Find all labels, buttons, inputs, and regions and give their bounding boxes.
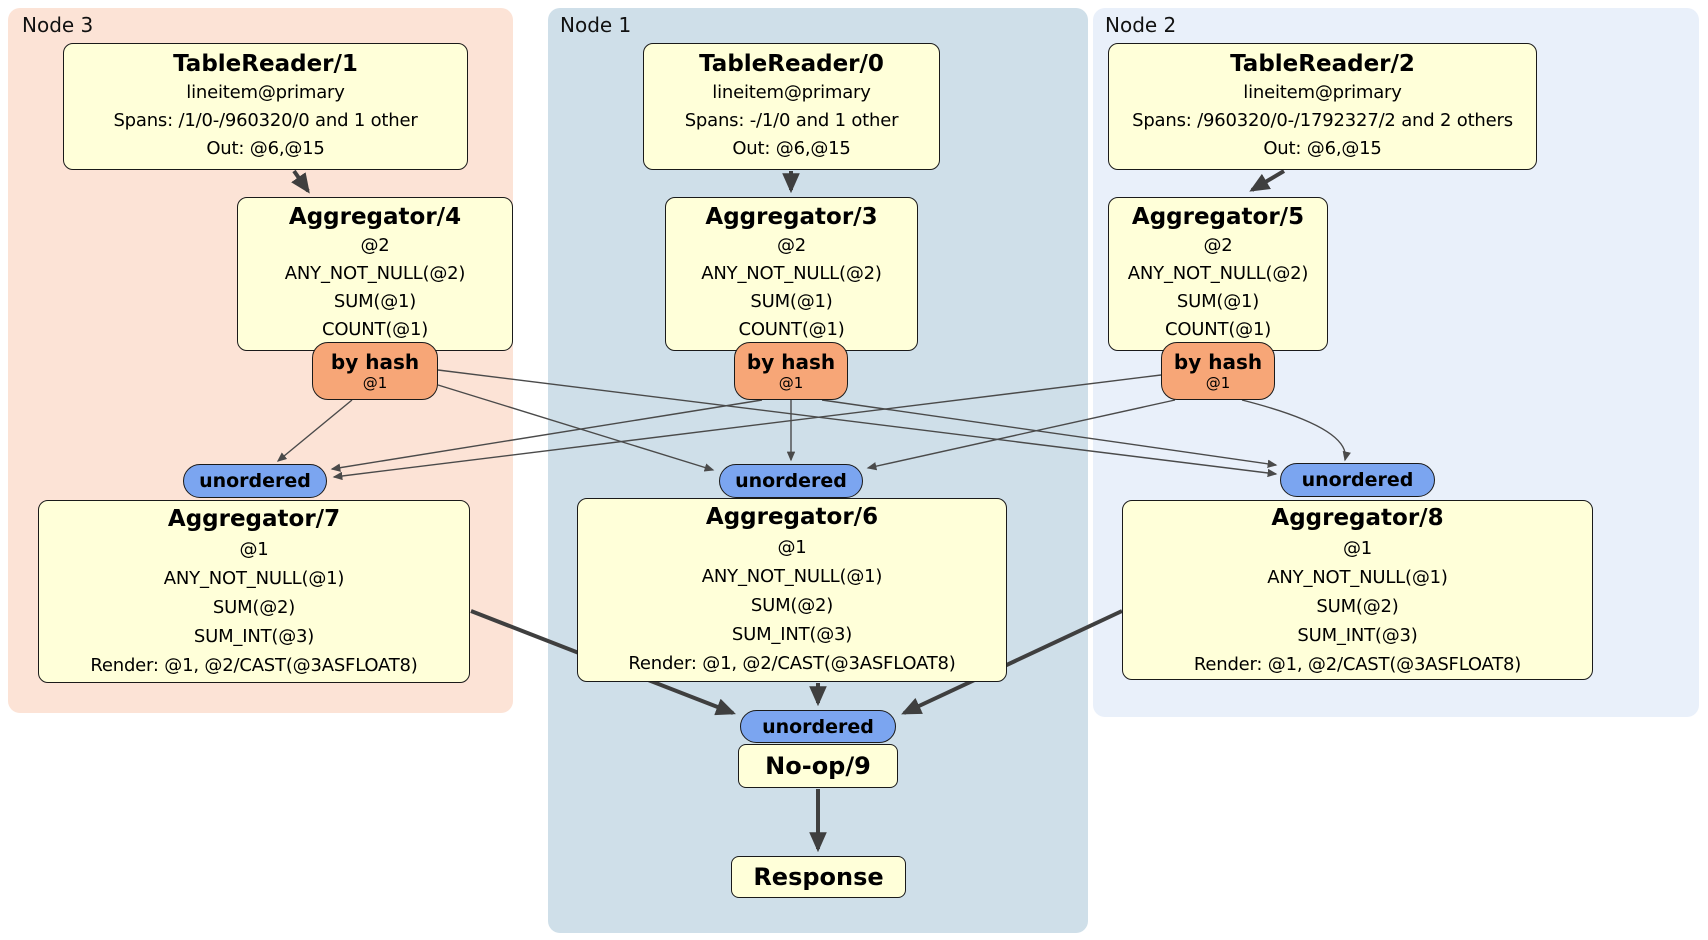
edge-agg8-sync9 [901,609,1123,715]
router-label: by hash [1173,350,1263,374]
processor-title: Aggregator/7 [167,506,341,532]
processor-line: SUM(@2) [212,597,296,618]
processor-line: lineitem@primary [712,82,871,103]
processor-line: Spans: -/1/0 and 1 other [684,110,899,131]
processor-line: Out: @6,@15 [1263,138,1382,159]
stream-unordered-7: unordered [183,464,327,498]
edge-hash4-sync7 [276,399,353,462]
processor-line: Spans: /960320/0-/1792327/2 and 2 others [1132,110,1513,131]
edge-hash5-sync8 [1241,399,1351,462]
processor-line: ANY_NOT_NULL(@1) [1267,567,1448,588]
processor-title: Response [753,863,884,891]
processor-line: @1 [777,537,807,558]
edge-hash5-sync6 [866,399,1176,471]
edge-tr2-agg5 [1249,169,1286,192]
stream-unordered-9: unordered [740,710,896,743]
processor-line: SUM_INT(@3) [731,624,853,645]
region-node1-label: Node 1 [560,13,632,37]
processor-line: SUM(@1) [1176,291,1260,312]
processor-line: @2 [360,235,390,256]
region-node2-label: Node 2 [1105,13,1177,37]
processor-line: ANY_NOT_NULL(@2) [701,263,882,284]
router-detail: @1 [778,374,804,392]
edge-hash4-sync6 [437,384,715,472]
router-label: by hash [330,350,420,374]
processor-title: Aggregator/5 [1131,204,1305,230]
edge-hash5-sync7 [332,374,1162,481]
edge-hash3-sync8 [821,399,1278,468]
edge-hash3-sync7 [330,399,763,472]
processor-line: ANY_NOT_NULL(@1) [701,566,883,587]
processor-line: Render: @1, @2/CAST(@3ASFLOAT8) [90,655,418,676]
processor-title: Aggregator/6 [705,504,879,530]
processor-line: COUNT(@1) [738,319,845,340]
aggregator-4-box: Aggregator/4 @2 ANY_NOT_NULL(@2) SUM(@1)… [237,197,513,351]
processor-line: lineitem@primary [1243,82,1402,103]
processor-line: Spans: /1/0-/960320/0 and 1 other [113,110,418,131]
processor-line: SUM(@2) [750,595,834,616]
processor-line: Render: @1, @2/CAST(@3ASFLOAT8) [628,653,956,674]
processor-line: Out: @6,@15 [206,138,325,159]
processor-line: Out: @6,@15 [732,138,851,159]
router-detail: @1 [362,374,388,392]
processor-line: @1 [1342,538,1373,559]
processor-line: @1 [239,539,269,560]
processor-line: lineitem@primary [186,82,345,103]
tablereader-2-box: TableReader/2 lineitem@primary Spans: /9… [1108,43,1537,170]
router-by-hash-4: by hash @1 [312,342,438,400]
edge-hash4-sync8 [437,369,1278,478]
processor-title: No-op/9 [765,752,871,780]
noop-9-box: No-op/9 [738,744,898,788]
stream-unordered-8: unordered [1280,463,1435,497]
processor-title: Aggregator/8 [1271,505,1444,531]
processor-title: TableReader/1 [173,51,358,77]
router-label: by hash [746,350,836,374]
processor-title: Aggregator/4 [288,204,462,230]
processor-line: COUNT(@1) [1164,319,1272,340]
processor-title: TableReader/2 [1230,51,1415,77]
processor-line: ANY_NOT_NULL(@1) [163,568,345,589]
processor-line: SUM_INT(@3) [1297,625,1418,646]
stream-unordered-6: unordered [719,464,863,498]
processor-line: @2 [776,235,807,256]
region-node3-label: Node 3 [22,13,94,37]
processor-line: SUM(@1) [333,291,417,312]
edge-tr1-agg4 [291,169,310,194]
processor-line: ANY_NOT_NULL(@2) [284,263,466,284]
processor-line: @2 [1203,235,1233,256]
processor-line: SUM(@2) [1316,596,1399,617]
processor-line: SUM_INT(@3) [193,626,315,647]
processor-title: TableReader/0 [699,51,884,77]
processor-line: COUNT(@1) [321,319,429,340]
aggregator-3-box: Aggregator/3 @2 ANY_NOT_NULL(@2) SUM(@1)… [665,197,918,351]
processor-title: Aggregator/3 [705,204,878,230]
router-by-hash-3: by hash @1 [734,342,848,400]
tablereader-1-box: TableReader/1 lineitem@primary Spans: /1… [63,43,468,170]
processor-line: ANY_NOT_NULL(@2) [1127,263,1309,284]
router-detail: @1 [1205,374,1231,392]
aggregator-6-box: Aggregator/6 @1 ANY_NOT_NULL(@1) SUM(@2)… [577,498,1007,682]
aggregator-5-box: Aggregator/5 @2 ANY_NOT_NULL(@2) SUM(@1)… [1108,197,1328,351]
router-by-hash-5: by hash @1 [1161,342,1275,400]
processor-line: SUM(@1) [750,291,833,312]
aggregator-8-box: Aggregator/8 @1 ANY_NOT_NULL(@1) SUM(@2)… [1122,500,1593,680]
tablereader-0-box: TableReader/0 lineitem@primary Spans: -/… [643,43,940,170]
response-box: Response [731,856,906,898]
aggregator-7-box: Aggregator/7 @1 ANY_NOT_NULL(@1) SUM(@2)… [38,500,470,683]
processor-line: Render: @1, @2/CAST(@3ASFLOAT8) [1193,654,1522,675]
